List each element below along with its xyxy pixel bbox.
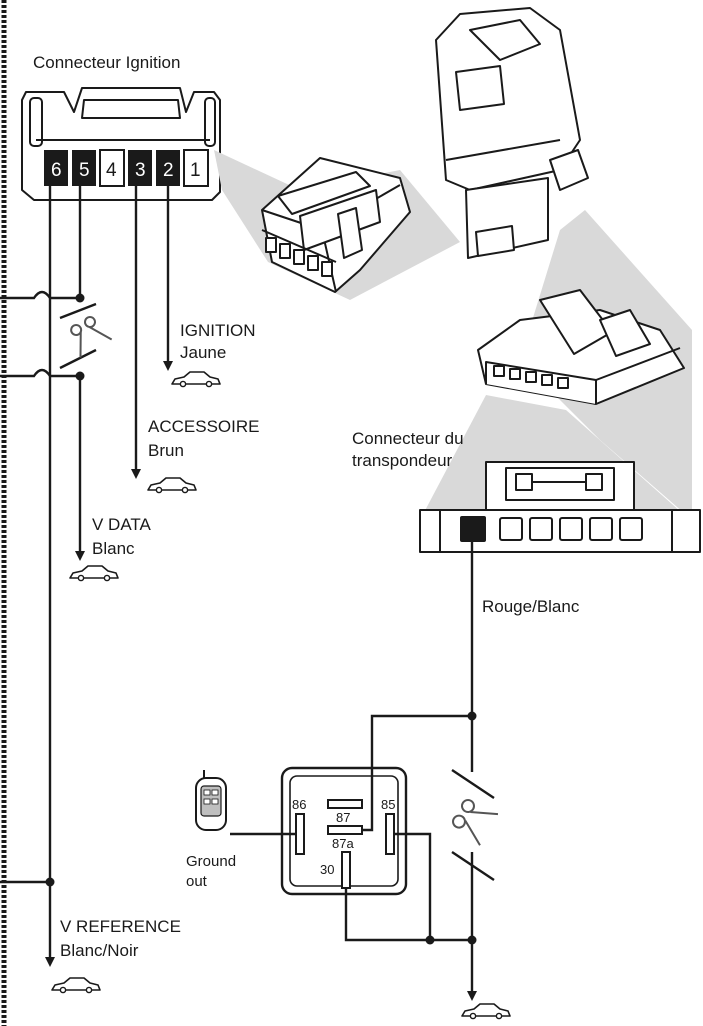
data-bypass-upper xyxy=(0,290,80,300)
data-cut-stub-lower xyxy=(59,348,97,370)
transponder-wire-color: Rouge/Blanc xyxy=(482,597,580,616)
car-icon-data xyxy=(69,565,119,582)
transponder-connector xyxy=(419,461,701,553)
ground-out-label-line1: Ground xyxy=(186,853,236,870)
relay-label-87: 87 xyxy=(336,810,350,825)
car-icon-ignition xyxy=(171,371,221,388)
relay-junction-lower xyxy=(467,935,477,945)
reference-junction xyxy=(45,877,55,887)
scissors-icon xyxy=(70,316,113,358)
relay-pin-85 xyxy=(385,813,395,855)
relay-30-wire xyxy=(344,888,472,942)
pin-3-cavity xyxy=(128,150,152,186)
data-junction-lower xyxy=(75,371,85,381)
pin-4-label: 4 xyxy=(106,160,117,181)
pin-5-label: 5 xyxy=(79,160,90,181)
pin-6-cavity xyxy=(44,150,68,186)
transponder-cut-stub-upper xyxy=(451,769,495,799)
pin-1-label: 1 xyxy=(190,160,201,181)
accessory-wire-name: ACCESSOIRE xyxy=(148,417,259,436)
data-junction-upper xyxy=(75,293,85,303)
transponder-connector-illustration xyxy=(477,289,685,405)
ignition-wire-color: Jaune xyxy=(180,343,226,362)
ignition-wire-name: IGNITION xyxy=(180,321,256,340)
accessory-wire-color: Brun xyxy=(148,441,184,460)
relay-label-85: 85 xyxy=(381,797,395,812)
reference-wire-name: V REFERENCE xyxy=(60,917,181,936)
car-icon-reference xyxy=(51,977,101,994)
data-wire-color: Blanc xyxy=(92,539,135,558)
pin-2-cavity xyxy=(156,150,180,186)
transponder-connector-title-line1: Connecteur du xyxy=(352,429,464,448)
transponder-pin-1-cavity xyxy=(460,516,486,542)
data-bypass-lower xyxy=(0,368,80,378)
ignition-switch-illustration xyxy=(435,7,589,259)
data-cut-stub-upper xyxy=(59,302,97,320)
transponder-connector-title-line2: transpondeur xyxy=(352,451,453,470)
ignition-connector-illustration xyxy=(261,157,411,293)
relay-label-86: 86 xyxy=(292,797,306,812)
reference-wire-color: Blanc/Noir xyxy=(60,941,139,960)
pin-3-label: 3 xyxy=(135,160,146,181)
ignition-connector-title: Connecteur Ignition xyxy=(33,53,180,72)
relay-junction-85 xyxy=(425,935,435,945)
car-icon-accessory xyxy=(147,477,197,494)
pin-6-label: 6 xyxy=(51,160,62,181)
relay-label-87a: 87a xyxy=(332,836,354,851)
pin-2-label: 2 xyxy=(163,160,174,181)
pin-5-cavity xyxy=(72,150,96,186)
relay-pin-87a xyxy=(327,825,363,835)
pin-4-cavity xyxy=(99,149,125,187)
scissors-icon-relay xyxy=(452,799,499,846)
relay-pin-87 xyxy=(327,799,363,809)
car-icon-transponder xyxy=(461,1003,511,1020)
relay-label-30: 30 xyxy=(320,862,334,877)
relay-pin-86 xyxy=(295,813,305,855)
remote-icon xyxy=(195,770,227,831)
ground-out-label-line2: out xyxy=(186,873,208,890)
data-wire-name: V DATA xyxy=(92,515,152,534)
pin-1-cavity xyxy=(183,149,209,187)
relay-junction-upper xyxy=(467,711,477,721)
relay-87a-wire xyxy=(362,714,472,832)
relay-pin-30 xyxy=(341,851,351,889)
relay-85-wire xyxy=(394,832,432,940)
transponder-cut-stub-lower xyxy=(451,851,495,881)
